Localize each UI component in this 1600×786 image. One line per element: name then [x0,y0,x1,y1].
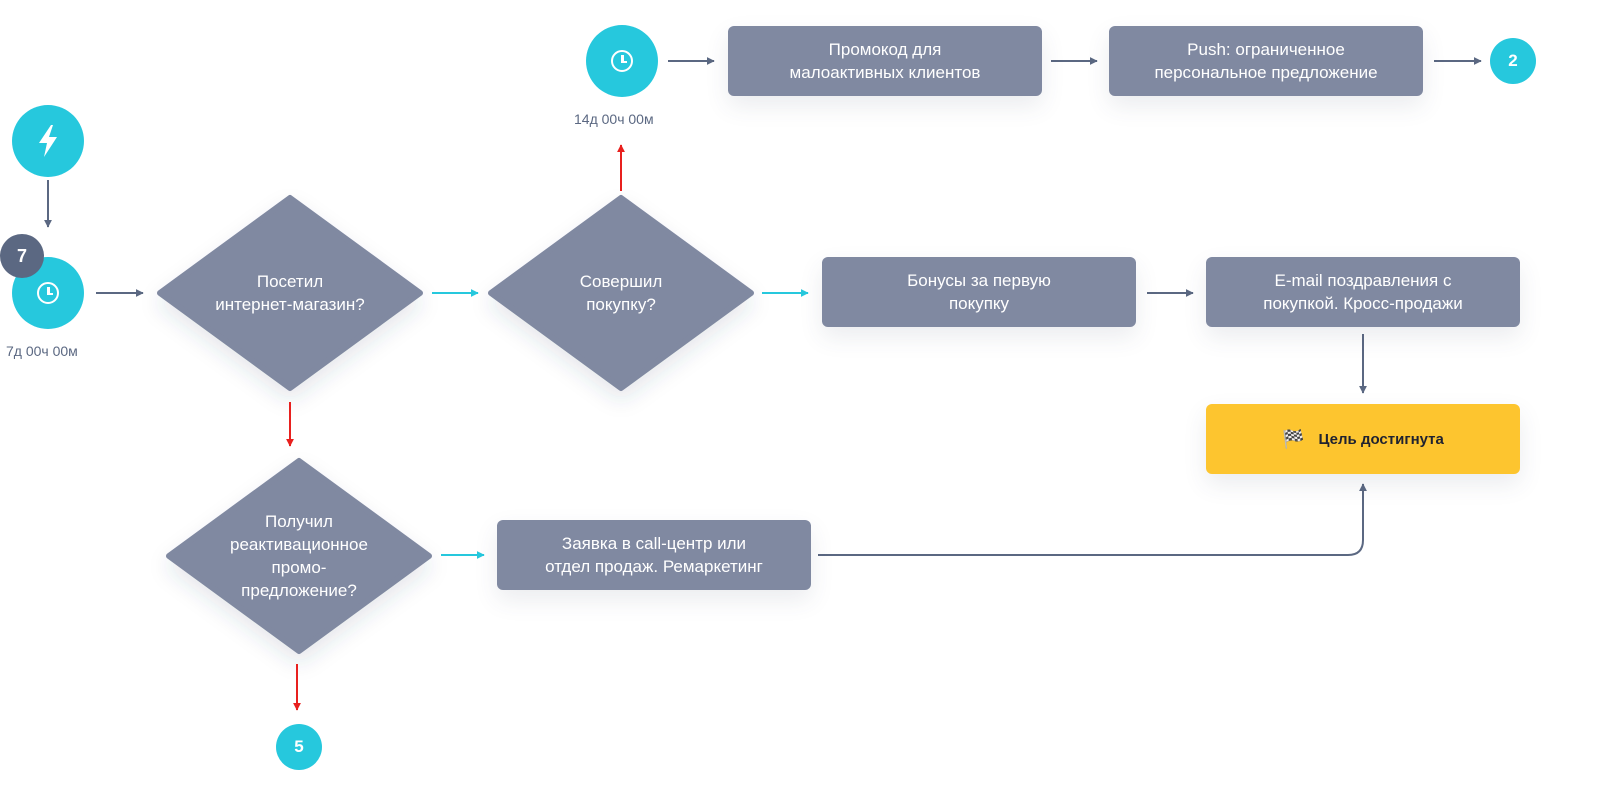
decision-promo-shape[interactable] [166,458,432,654]
action-email[interactable]: E-mail поздравления с покупкой. Кросс-пр… [1206,257,1520,327]
decision-promo-label: Получил реактивационное промо- предложен… [230,512,368,600]
start-trigger[interactable] [12,105,84,177]
action-callcenter[interactable]: Заявка в call-центр или отдел продаж. Ре… [497,520,811,590]
arrow-callcenter-to-goal [818,483,1367,556]
clock-icon [611,50,633,72]
exit-node-bottom[interactable]: 5 [276,724,322,770]
decision-visited-label: Посетил интернет-магазин? [215,272,365,314]
step-count-badge: 7 [0,234,44,278]
exit-node-top[interactable]: 2 [1490,38,1536,84]
decision-visited-shape[interactable] [157,195,423,391]
decision-purchased-shape[interactable] [488,195,754,391]
timer-first-label: 7д 00ч 00м [6,343,78,359]
action-bonuses[interactable]: Бонусы за первую покупку [822,257,1136,327]
decision-purchased-label: Совершил покупку? [579,272,663,314]
timer-second-label: 14д 00ч 00м [574,111,654,127]
timer-node-second[interactable] [586,25,658,97]
goal-label: Цель достигнута [1318,430,1444,448]
goal-reached-box[interactable]: 🏁 Цель достигнута [1206,404,1520,474]
action-promocode[interactable]: Промокод для малоактивных клиентов [728,26,1042,96]
clock-icon [37,282,59,304]
action-push[interactable]: Push: ограниченное персональное предложе… [1109,26,1423,96]
checkered-flag-icon: 🏁 [1282,428,1305,449]
lightning-icon [39,125,57,157]
